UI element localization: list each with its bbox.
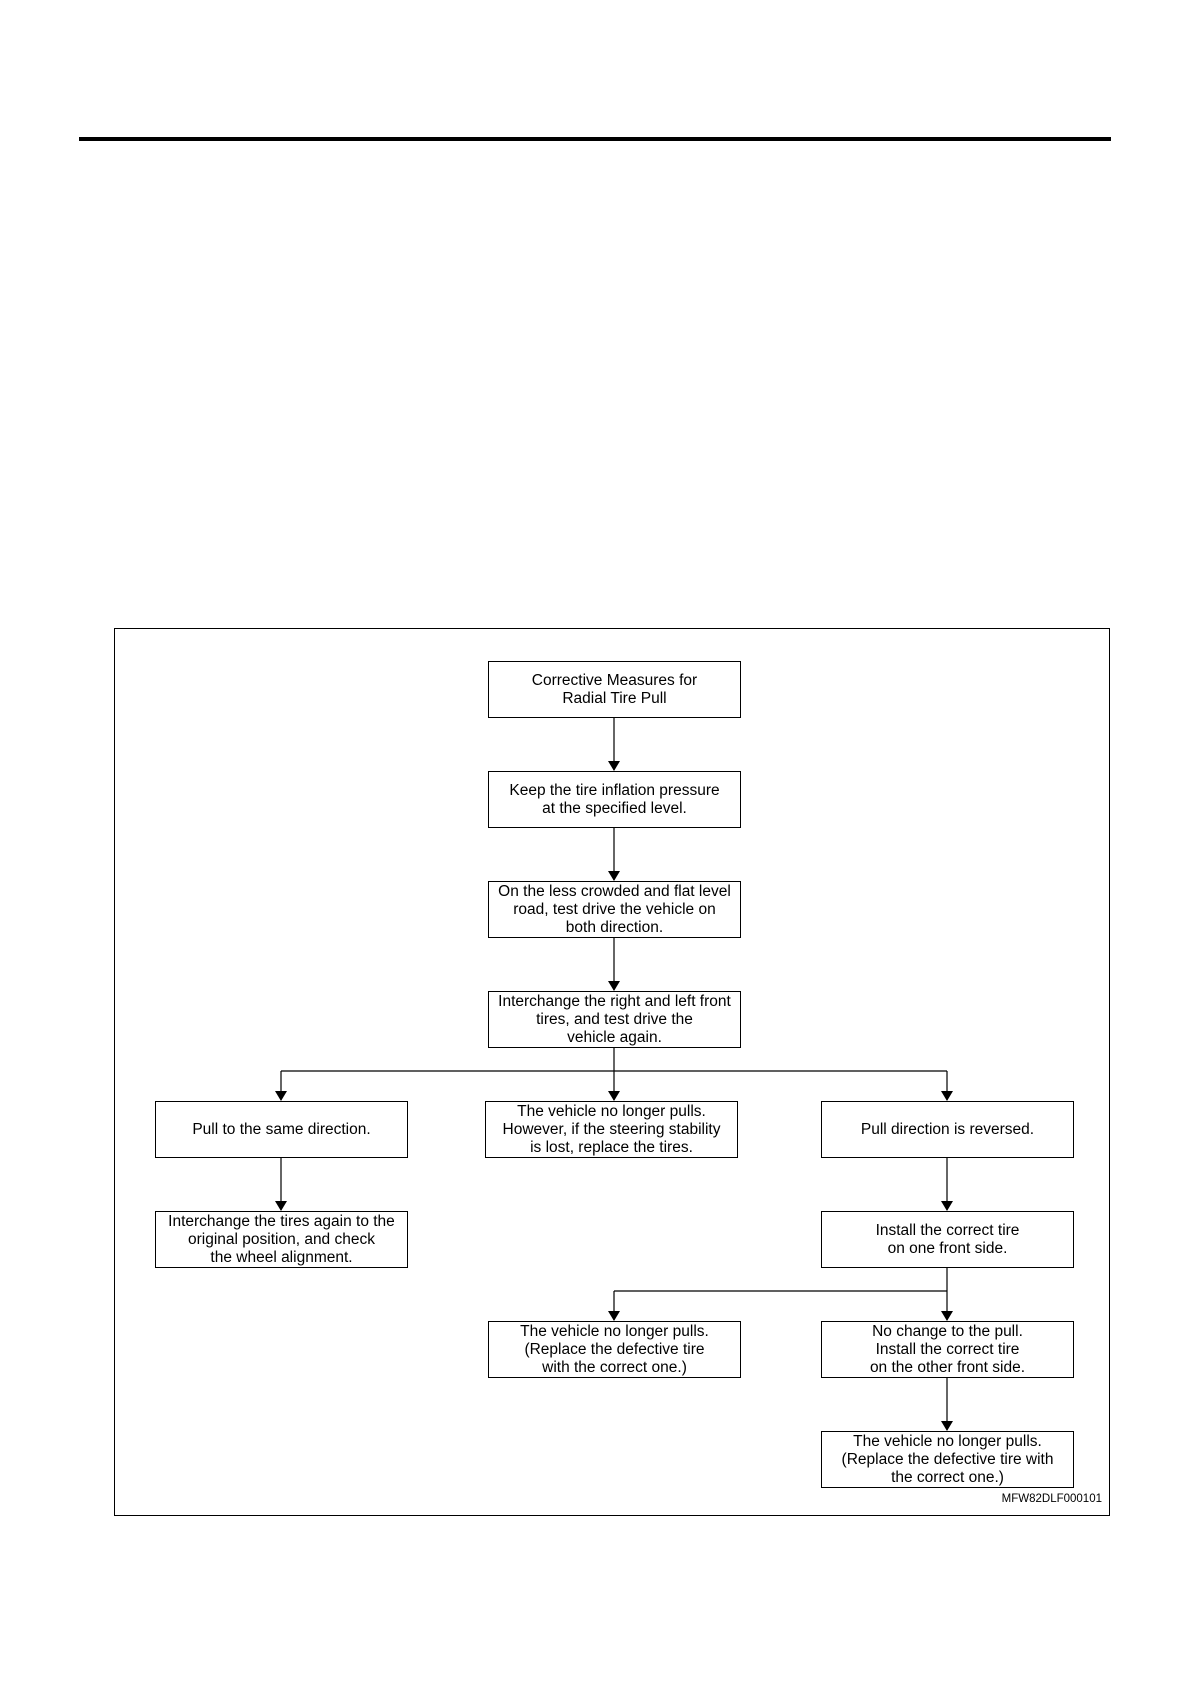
- flow-box-no-longer-pulls-b: The vehicle no longer pulls. (Replace th…: [488, 1321, 741, 1378]
- flow-box-inflation: Keep the tire inflation pressure at the …: [488, 771, 741, 828]
- flow-box-start: Corrective Measures for Radial Tire Pull: [488, 661, 741, 718]
- flow-box-same-direction: Pull to the same direction.: [155, 1101, 408, 1158]
- flow-box-interchange: Interchange the right and left front tir…: [488, 991, 741, 1048]
- flow-box-no-longer-pulls-a: The vehicle no longer pulls. However, if…: [485, 1101, 738, 1158]
- flow-box-test-drive: On the less crowded and flat level road,…: [488, 881, 741, 938]
- flow-box-reversed: Pull direction is reversed.: [821, 1101, 1074, 1158]
- top-rule: [79, 137, 1111, 141]
- figure-code: MFW82DLF000101: [1001, 1493, 1102, 1505]
- flow-box-no-change: No change to the pull. Install the corre…: [821, 1321, 1074, 1378]
- flow-box-interchange-again: Interchange the tires again to the origi…: [155, 1211, 408, 1268]
- flow-box-install-correct: Install the correct tire on one front si…: [821, 1211, 1074, 1268]
- flow-box-no-longer-pulls-c: The vehicle no longer pulls. (Replace th…: [821, 1431, 1074, 1488]
- flowchart-frame: [114, 628, 1110, 1516]
